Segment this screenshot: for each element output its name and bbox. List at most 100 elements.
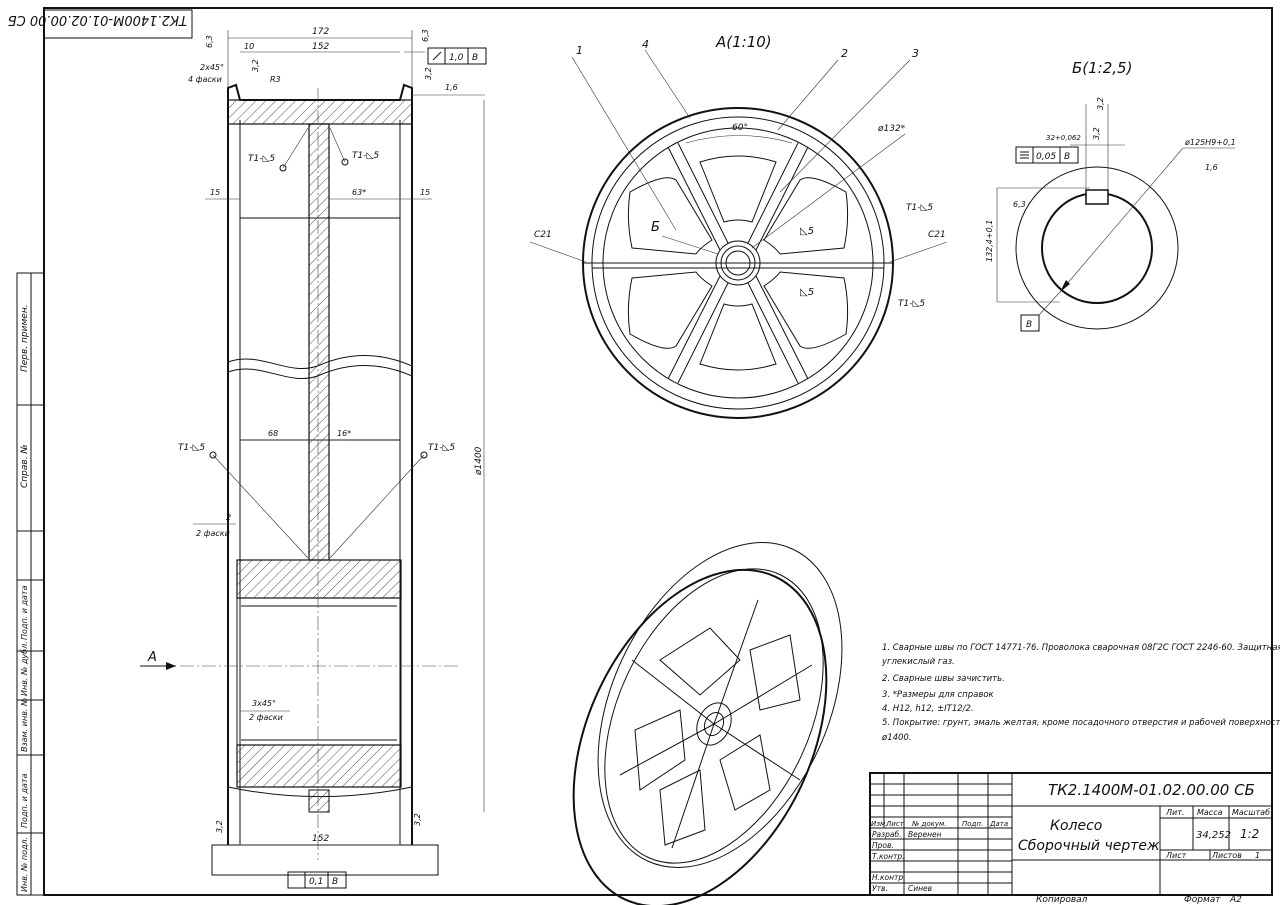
detail-view-b: Б(1:2,5) 3,2 3,2 32+0,062 0,05 В ø125H9+…: [985, 59, 1236, 332]
dim-r3: R3: [270, 75, 281, 84]
dim-rough-32-botright: 3,2: [413, 813, 422, 826]
dim-chamfer-top: 2x45°: [200, 63, 224, 72]
tb-person-razrab: Веренен: [908, 830, 942, 839]
c21-left: С21: [534, 230, 552, 240]
dim-chamfer-bot-note: 2 фаски: [249, 713, 283, 722]
dim-overall-width: 172: [312, 27, 329, 37]
b-rough-32-key: 3,2: [1092, 127, 1101, 140]
side-label-sign-date-2: Подп. и дата: [20, 773, 29, 828]
dim-68: 68: [268, 429, 278, 438]
dim-63star: 63*: [352, 188, 366, 197]
dim-rough-63-topright: 6,3: [421, 29, 430, 42]
weld-5-top: ◺5: [800, 226, 814, 237]
tb-mass: 34,252: [1196, 830, 1231, 841]
side-label-replace-inv: Взам. инв. №: [20, 698, 29, 752]
tb-hdr-izm: Изм.: [871, 820, 887, 828]
side-label-dup-inv: Инв. № дубл.: [20, 641, 29, 696]
dim-rough-32-top: 3,2: [251, 59, 260, 72]
b-rough-63: 6,3: [1013, 200, 1026, 209]
tolerance-runout-bottom: 0,1 В: [287, 871, 347, 889]
tb-hdr-date: Дата: [989, 820, 1008, 828]
tolerance-runout-top: 1,0 В: [427, 47, 487, 65]
dim-chamfer-mid: 2: [226, 513, 231, 522]
tb-scale: 1:2: [1240, 827, 1259, 841]
view-b-title: Б(1:2,5): [1072, 59, 1132, 77]
tol-runout-top-value: 1,0: [449, 53, 464, 63]
dim-rough-32-topright: 3,2: [424, 67, 433, 80]
note-line-1: 1. Сварные швы по ГОСТ 14771-76. Проволо…: [882, 643, 1280, 653]
spokes: [667, 142, 809, 384]
tb-person-utv: Синев: [908, 884, 932, 893]
view-a-title: А(1:10): [715, 33, 772, 51]
tb-sheet-label: Лист: [1165, 851, 1187, 860]
dim-chamfer-top-note: 4 фаски: [188, 75, 222, 84]
dim-inner-width: 152: [312, 42, 329, 52]
dim-rough-63-top: 6,3: [205, 35, 214, 48]
note-line-7: ø1400.: [881, 733, 912, 743]
side-label-ref-no: Справ. №: [20, 444, 30, 488]
dim-rough-16: 1,6: [445, 83, 458, 92]
bore-dia-a: ø132*: [877, 124, 906, 134]
note-line-5: 4. H12, h12, ±IT12/2.: [882, 704, 974, 714]
tb-hdr-sign: Подп.: [962, 820, 983, 828]
tol-runout-bottom-value: 0,1: [309, 877, 323, 887]
b-keyway: 32+0,062: [1046, 134, 1081, 142]
front-view-a: А(1:10) 1 4 2: [529, 33, 948, 419]
weld-t1-view-bottom: Т1-◺5: [898, 299, 925, 309]
tol-runout-bottom-datum: В: [332, 877, 338, 887]
view-arrow-a-label: А: [147, 650, 157, 665]
b-rough-32-top: 3,2: [1096, 97, 1105, 110]
angle-60: 60°: [732, 123, 748, 133]
tb-role-nkontr: Н.контр.: [872, 873, 906, 882]
leader-1: 1: [576, 44, 583, 57]
weld-5-bottom: ◺5: [800, 287, 814, 298]
format-value: А2: [1229, 895, 1242, 905]
tb-role-razrab: Разраб.: [872, 830, 901, 839]
note-line-3: 2. Сварные швы зачистить.: [882, 674, 1005, 684]
isometric-wheel-view: [572, 542, 843, 905]
note-line-2: углекислый газ.: [881, 657, 955, 667]
tb-code: ТК2.1400М-01.02.00.00 СБ: [1048, 781, 1255, 799]
dim-rough-32-botleft: 3,2: [215, 820, 224, 833]
tb-sheets-label: Листов: [1211, 851, 1242, 860]
copied-label: Копировал: [1036, 895, 1088, 905]
tb-mass-label: Масса: [1197, 808, 1223, 817]
note-line-4: 3. *Размеры для справок: [882, 690, 995, 700]
tb-name-1: Колесо: [1050, 818, 1102, 834]
dim-flange-offset: 10: [244, 42, 254, 51]
tb-hdr-doc: № докум.: [911, 820, 947, 828]
leader-3: 3: [912, 47, 919, 60]
dim-diameter: ø1400: [474, 446, 484, 476]
leader-4: 4: [642, 38, 649, 51]
tb-role-utv: Утв.: [872, 884, 888, 893]
technical-notes: 1. Сварные швы по ГОСТ 14771-76. Проволо…: [881, 643, 1280, 743]
title-block: ТК2.1400М-01.02.00.00 СБ Колесо Сборочны…: [869, 772, 1273, 896]
datum-b-label: В: [1026, 320, 1032, 330]
weld-t1-right-top: Т1-◺5: [352, 151, 379, 161]
b-depth: 132,4+0,1: [985, 220, 994, 262]
b-rough-16: 1,6: [1205, 163, 1218, 172]
tb-role-prov: Пров.: [872, 841, 894, 850]
tol-runout-top-datum: В: [472, 53, 478, 63]
leader-2: 2: [841, 47, 848, 60]
note-line-6: 5. Покрытие: грунт, эмаль желтая, кроме …: [882, 718, 1280, 728]
tb-scale-label: Масштаб: [1232, 808, 1270, 817]
side-strip: Перв. примен. Справ. № Подп. и дата Инв.…: [20, 304, 30, 892]
side-label-orig-inv: Инв. № подл.: [20, 837, 29, 892]
dim-chamfer-bot: 3x45°: [252, 699, 276, 708]
c21-right: С21: [928, 230, 946, 240]
stamp-code-rotated: ТК2.1400М-01.02.00.00 СБ: [8, 12, 187, 27]
section-view: 172 152 10 6,3 6,3 3,2 3,2 2x45° 4 фаски…: [140, 27, 487, 889]
tb-hdr-list: Лист: [885, 820, 905, 828]
tol-parallel-datum: В: [1064, 152, 1070, 162]
format-label: Формат: [1184, 895, 1221, 905]
sheet-frame: [16, 7, 1273, 896]
b-bore: ø125H9+0,1: [1184, 138, 1236, 147]
tolerance-parallel: 0,05 В: [1015, 146, 1079, 164]
weld-t1-right-bottom: Т1-◺5: [428, 443, 455, 453]
dim-15-left: 15: [210, 188, 220, 197]
tb-name-2: Сборочный чертеж: [1018, 838, 1160, 854]
weld-t1-left-bottom: Т1-◺5: [178, 443, 205, 453]
label-b: Б: [651, 220, 660, 235]
